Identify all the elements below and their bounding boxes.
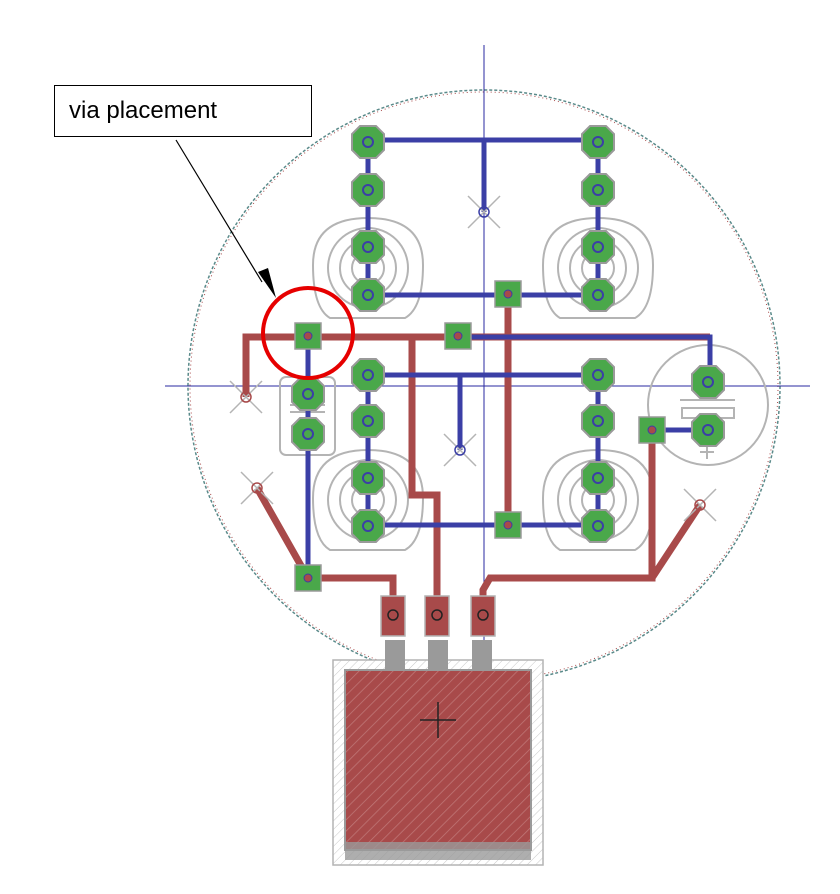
through-hole-pads	[291, 125, 725, 543]
via-highlight-circle	[261, 286, 355, 380]
via-placement-callout: via placement	[54, 85, 312, 137]
callout-pointer	[175, 139, 276, 298]
vias	[294, 280, 666, 592]
power-package	[332, 595, 544, 866]
callout-label: via placement	[69, 97, 218, 124]
mounting-holes	[229, 195, 717, 522]
